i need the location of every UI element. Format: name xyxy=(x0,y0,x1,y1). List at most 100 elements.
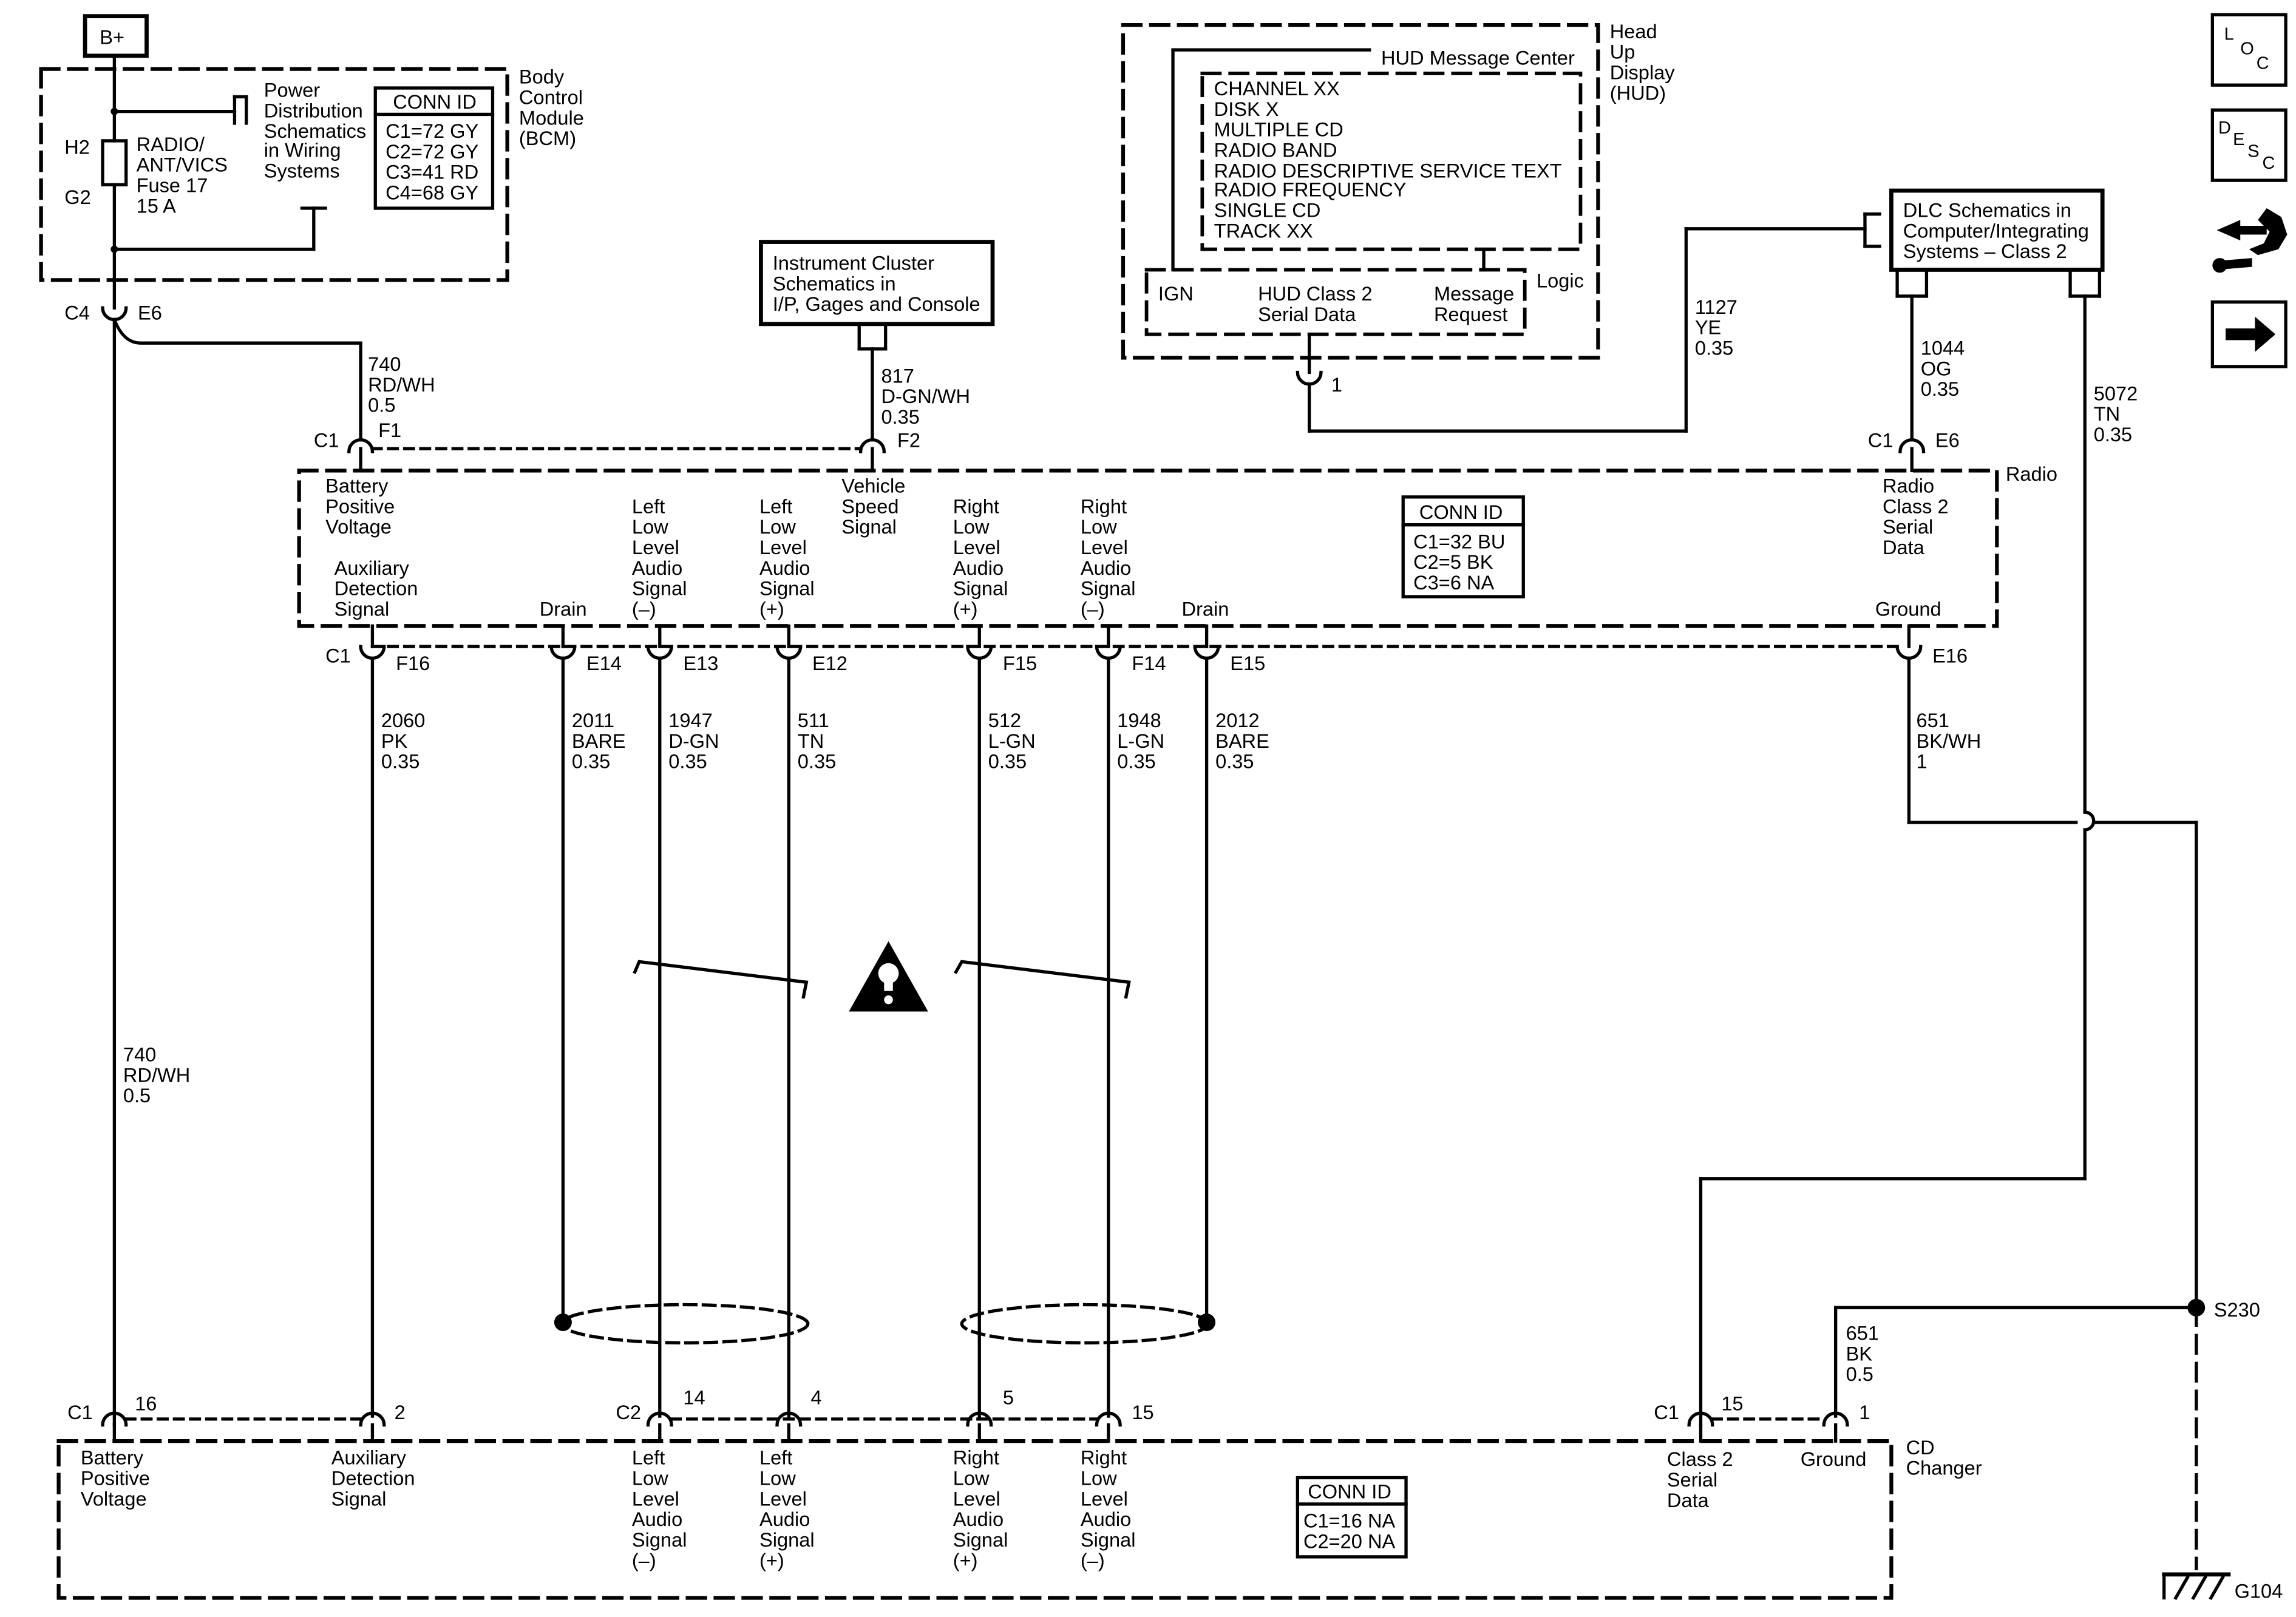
wire-817-label: 817 D-GN/WH 0.35 xyxy=(881,364,976,428)
radio-c1-top-label: C1 xyxy=(314,429,339,452)
cd-pin-1: 1 xyxy=(1859,1401,1870,1423)
loc-icon-letter-l: L xyxy=(2224,24,2234,44)
cd-pin-15: 15 xyxy=(1132,1401,1153,1423)
cd-aux-label: Auxiliary Detection Signal xyxy=(331,1446,421,1510)
wire-5072-label: 5072 TN 0.35 xyxy=(2094,382,2144,446)
radio-pin-e14: E14 xyxy=(586,652,622,674)
wire-512-label: 512 L-GN 0.35 xyxy=(988,709,1041,773)
radio-conn-id-list: C1=32 BU C2=5 BK C3=6 NA xyxy=(1413,530,1510,594)
loc-icon[interactable] xyxy=(2210,13,2288,87)
dlc-box xyxy=(1889,188,2105,272)
shield-left xyxy=(560,1303,810,1344)
ground-g104-label: G104 xyxy=(2235,1580,2283,1602)
cd-battery-label: Battery Positive Voltage xyxy=(81,1446,155,1510)
bcm-box xyxy=(39,67,509,282)
radio-c1-e6-c-label: C1 xyxy=(1868,429,1894,452)
cd-pin-14: 14 xyxy=(683,1386,705,1409)
radio-rl-pos-label: Right Low Level Audio Signal (+) xyxy=(953,495,1014,620)
hud-logic-label: Logic xyxy=(1537,269,1584,291)
cd-pin-c1: C1 xyxy=(67,1401,93,1423)
wire-1948-label: 1948 L-GN 0.35 xyxy=(1117,709,1170,773)
power-distribution-ref: Power Distribution Schematics in Wiring … xyxy=(264,78,372,181)
cd-pin-4: 4 xyxy=(811,1386,822,1409)
radio-vss-label: Vehicle Speed Signal xyxy=(841,475,911,538)
radio-pin-e15: E15 xyxy=(1230,652,1265,674)
fuse-g2-label: G2 xyxy=(64,186,90,208)
wire-651-bkwh-label: 651 BK/WH 1 xyxy=(1916,709,1986,773)
desc-icon-letter-s: S xyxy=(2247,142,2259,161)
bcm-c4-label: C4 xyxy=(64,302,90,324)
bplus-label: B+ xyxy=(100,26,124,49)
wire-2012-label: 2012 BARE 0.35 xyxy=(1215,709,1275,773)
desc-icon[interactable] xyxy=(2210,108,2288,182)
hud-message-list: CHANNEL XX DISK X MULTIPLE CD RADIO BAND… xyxy=(1214,77,1567,242)
wire-651-bk-label: 651 BK 0.5 xyxy=(1846,1321,1884,1385)
radio-drain-left-label: Drain xyxy=(540,597,587,620)
radio-ll-neg-label: Left Low Level Audio Signal (–) xyxy=(632,495,693,620)
radio-conn-id-box xyxy=(1401,495,1525,598)
radio-pin-f15: F15 xyxy=(1003,652,1037,674)
radio-ll-pos-label: Left Low Level Audio Signal (+) xyxy=(759,495,820,620)
radio-f1-label: F1 xyxy=(378,419,401,441)
cd-ground-label: Ground xyxy=(1801,1448,1867,1470)
radio-pin-e13: E13 xyxy=(683,652,718,674)
wire-1044-label: 1044 OG 0.35 xyxy=(1921,337,1971,401)
fuse-17 xyxy=(101,139,128,187)
wire-740-lower-label: 740 RD/WH 0.5 xyxy=(123,1043,195,1107)
cd-ll-neg-label: Left Low Level Audio Signal (–) xyxy=(632,1446,693,1571)
splice-s230 xyxy=(2187,1298,2206,1317)
radio-e6-label: E6 xyxy=(1935,429,1960,452)
cd-pin-16: 16 xyxy=(135,1392,157,1414)
cd-pin-5: 5 xyxy=(1003,1386,1014,1409)
drain-splice-right xyxy=(1198,1313,1216,1331)
bcm-conn-id-title: CONN ID xyxy=(393,90,477,113)
wire-511-label: 511 TN 0.35 xyxy=(798,709,836,773)
desc-icon-letter-d: D xyxy=(2218,118,2231,138)
cd-changer-box xyxy=(56,1439,1894,1600)
cd-conn-id-list: C1=16 NA C2=20 NA xyxy=(1303,1510,1401,1553)
cd-pin-2: 2 xyxy=(395,1401,406,1423)
bcm-title: Body Control Module (BCM) xyxy=(519,66,589,149)
bcm-conn-id-list: C1=72 GY C2=72 GY C3=41 RD C4=68 GY xyxy=(385,120,484,203)
desc-icon-letter-c: C xyxy=(2262,154,2275,173)
wire-740-top-label: 740 RD/WH 0.5 xyxy=(368,353,440,416)
splice-s230-label: S230 xyxy=(2214,1298,2260,1321)
hud-pin-label: 1 xyxy=(1331,373,1342,396)
cd-pin-c1-right: C1 xyxy=(1654,1401,1679,1423)
radio-ground-label: Ground xyxy=(1875,597,1941,620)
next-page-icon[interactable] xyxy=(2210,300,2288,368)
hud-box xyxy=(1121,23,1600,360)
hud-ign-label: IGN xyxy=(1158,282,1194,305)
radio-drain-right-label: Drain xyxy=(1182,597,1229,620)
wire-2060-label: 2060 PK 0.35 xyxy=(381,709,431,773)
radio-title: Radio xyxy=(2006,463,2057,485)
desc-icon-letter-e: E xyxy=(2233,130,2244,149)
cd-conn-id-title: CONN ID xyxy=(1308,1480,1391,1502)
hud-message-center-title: HUD Message Center xyxy=(1381,46,1575,69)
hud-message-request-label: Message Request xyxy=(1434,282,1520,325)
bcm-conn-id-box xyxy=(373,86,495,210)
ground-g104-symbol xyxy=(2162,1572,2231,1601)
hud-logic-box xyxy=(1144,268,1527,336)
shield-right xyxy=(960,1303,1210,1344)
cd-ll-pos-label: Left Low Level Audio Signal (+) xyxy=(759,1446,820,1571)
connector-repair-icon[interactable] xyxy=(2212,208,2288,273)
arrow-right-icon xyxy=(2226,316,2276,352)
radio-aux-label: Auxiliary Detection Signal xyxy=(335,557,424,620)
fuse-h2-label: H2 xyxy=(64,136,90,158)
hud-title: Head Up Display (HUD) xyxy=(1610,20,1680,104)
bcm-e6-label: E6 xyxy=(138,302,162,324)
radio-pin-e16: E16 xyxy=(1932,645,1968,667)
radio-pin-e12: E12 xyxy=(812,652,847,674)
radio-f2-label: F2 xyxy=(897,429,920,452)
wire-2011-label: 2011 BARE 0.35 xyxy=(572,709,631,773)
wire-1947-label: 1947 D-GN 0.35 xyxy=(668,709,724,773)
cd-conn-id-box xyxy=(1296,1476,1408,1559)
radio-rl-neg-label: Right Low Level Audio Signal (–) xyxy=(1081,495,1141,620)
dlc-ref: DLC Schematics in Computer/Integrating S… xyxy=(1903,199,2094,263)
cd-rl-pos-label: Right Low Level Audio Signal (+) xyxy=(953,1446,1014,1571)
cd-rl-neg-label: Right Low Level Audio Signal (–) xyxy=(1081,1446,1141,1571)
radio-battery-label: Battery Positive Voltage xyxy=(325,475,400,538)
radio-box xyxy=(297,469,1999,628)
